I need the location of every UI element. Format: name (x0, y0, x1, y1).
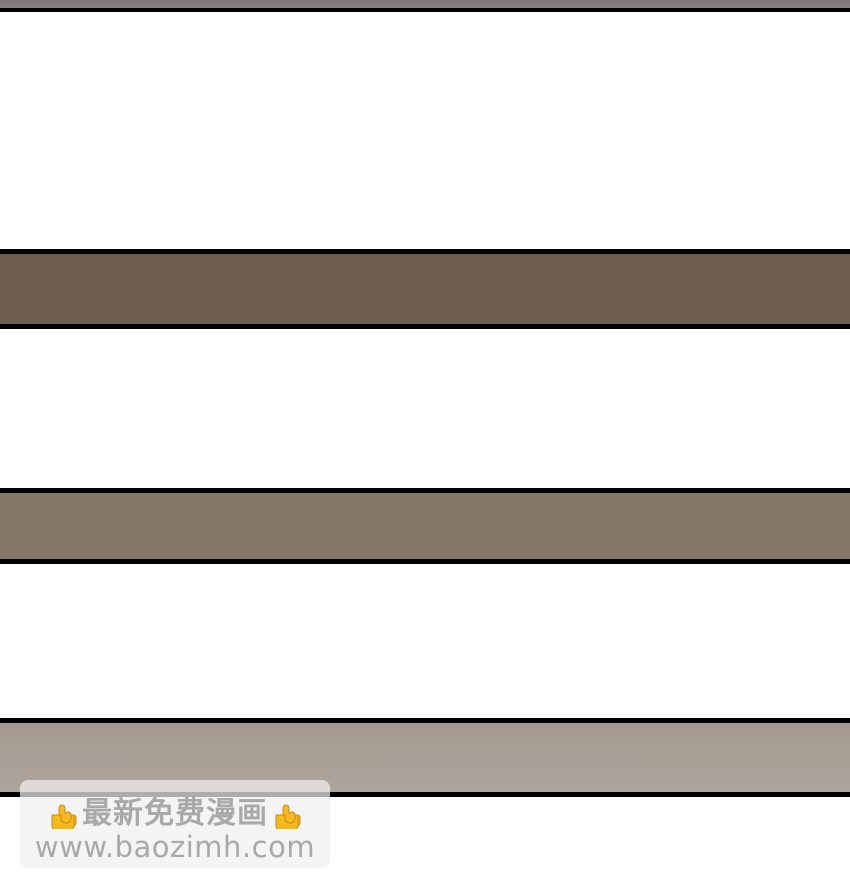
pointing-down-hand-icon (48, 791, 78, 832)
watermark-url[interactable]: www.baozimh.com (34, 830, 316, 864)
dark-brown-band (0, 249, 850, 329)
watermark[interactable]: 最新免费漫画 www.baozimh.com (20, 780, 330, 868)
watermark-title: 最新免费漫画 (82, 796, 268, 831)
mid-brown-band (0, 488, 850, 564)
watermark-title-row: 最新免费漫画 (20, 790, 330, 832)
top-panel-border (0, 0, 850, 12)
pointing-down-hand-icon (272, 791, 302, 832)
